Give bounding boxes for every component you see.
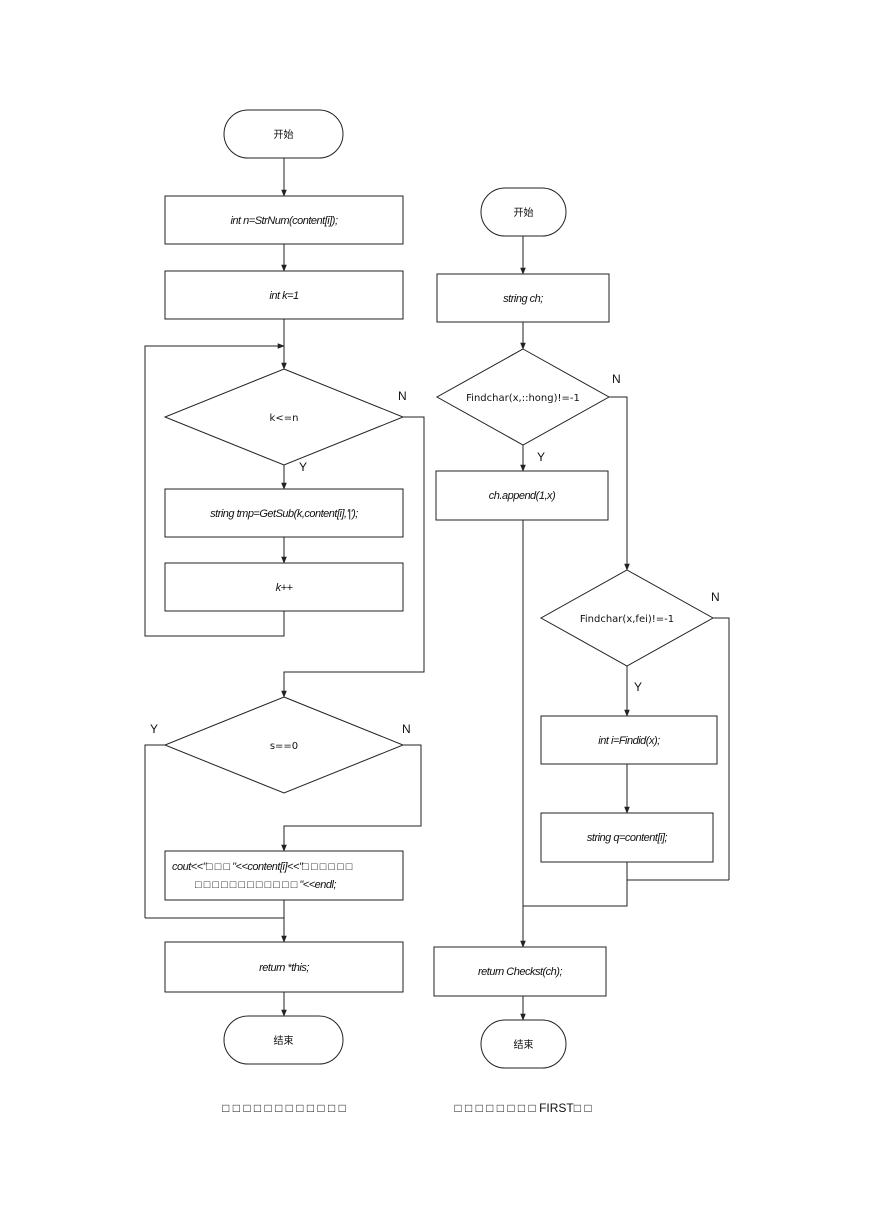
right-cond2-yes-label: Y xyxy=(634,680,642,694)
left-caption: □ □ □ □ □ □ □ □ □ □ □ □ xyxy=(222,1101,346,1115)
right-box-return xyxy=(433,946,607,997)
right-start-label: 开始 xyxy=(514,206,534,219)
right-box-string-ch xyxy=(436,273,610,323)
left-box-increment xyxy=(164,562,404,612)
left-box-cout xyxy=(164,850,404,901)
left-cond-s-eq-0 xyxy=(163,696,405,794)
left-cond2-no-label: N xyxy=(402,722,411,736)
left-box-cout-line1: cout<<"□ □ □ "<<content[i]<<"□ □ □ □ □ □ xyxy=(172,861,353,873)
left-end-label: 结束 xyxy=(274,1034,294,1047)
right-box-append-label: ch.append(1,x) xyxy=(489,490,556,502)
right-cond1-yes-label: Y xyxy=(537,450,545,464)
left-box-init-k-label: int k=1 xyxy=(269,290,299,302)
right-cond-findchar-hong-label: Findchar(x,::hong)!=-1 xyxy=(466,393,580,404)
left-cond-k-le-n-label: k<=n xyxy=(270,413,299,424)
right-cond2-no-label: N xyxy=(711,590,720,604)
left-box-strnum xyxy=(164,195,404,245)
left-cond1-yes-label: Y xyxy=(299,460,307,474)
right-box-string-ch-label: string ch; xyxy=(503,293,543,305)
right-cond-findchar-fei-label: Findchar(x,fei)!=-1 xyxy=(580,614,674,625)
right-box-return-label: return Checkst(ch); xyxy=(478,966,562,978)
right-box-content xyxy=(540,812,714,863)
right-end-label: 结束 xyxy=(514,1038,534,1051)
right-box-findid xyxy=(540,715,718,765)
left-cond1-no-label: N xyxy=(398,389,407,403)
left-flowchart: 开始 int n=StrNum(content[i]); int k=1 k<=… xyxy=(144,109,425,1115)
left-box-return-label: return *this; xyxy=(259,962,309,974)
right-box-append xyxy=(435,470,609,521)
left-box-increment-label: k++ xyxy=(276,582,294,594)
left-box-getsub-label: string tmp=GetSub(k,content[i],'|'); xyxy=(210,508,358,520)
left-box-cout-line2: □ □ □ □ □ □ □ □ □ □ □ □ "<<endl; xyxy=(195,879,336,891)
right-box-content-label: string q=content[i]; xyxy=(587,832,668,844)
left-cond2-yes-label: Y xyxy=(150,722,158,736)
left-start-label: 开始 xyxy=(274,128,294,141)
right-end-terminal xyxy=(480,1019,567,1069)
left-box-return xyxy=(164,941,404,993)
right-flowchart: 开始 string ch; Findchar(x,::hong)!=-1 Y N… xyxy=(433,187,730,1115)
left-cond-s-eq-0-label: s==0 xyxy=(270,741,298,752)
left-end-terminal xyxy=(223,1015,344,1065)
right-box-findid-label: int i=Findid(x); xyxy=(598,735,660,747)
left-box-strnum-label: int n=StrNum(content[i]); xyxy=(230,215,337,227)
right-caption: □ □ □ □ □ □ □ □ FIRST□ □ xyxy=(454,1101,591,1115)
left-box-getsub xyxy=(164,488,404,538)
right-cond1-no-label: N xyxy=(612,372,621,386)
